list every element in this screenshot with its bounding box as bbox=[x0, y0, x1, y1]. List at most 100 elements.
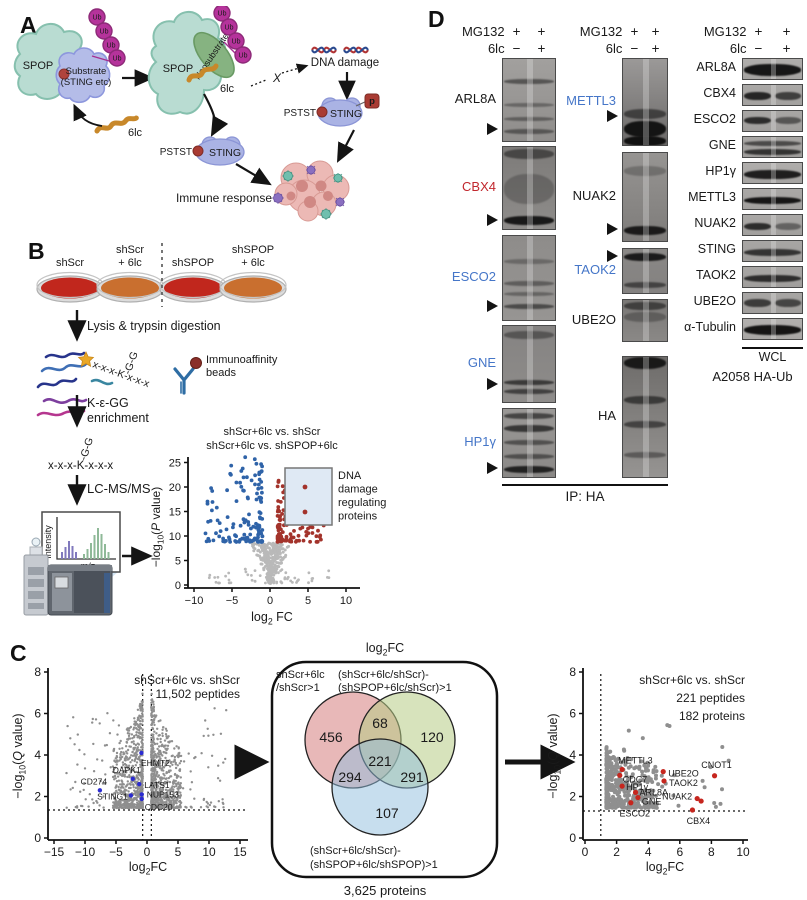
volcano-b-xlabel: log2 FC bbox=[251, 610, 293, 627]
blot-label-TAOK2: TAOK2 bbox=[574, 262, 616, 277]
dna-helix-icon-2 bbox=[343, 46, 369, 54]
mg132-lane1-plus: + bbox=[512, 24, 521, 39]
ub-label: Ub bbox=[107, 43, 116, 50]
6lc-header: 6lc bbox=[487, 41, 505, 56]
gene-label: TAOK2 bbox=[669, 778, 698, 788]
volcano-cl-xlabel: log2FC bbox=[129, 860, 167, 877]
panel-b-label: B bbox=[28, 238, 45, 264]
substrate-label-1: Substrate bbox=[66, 66, 107, 77]
ub-label: Ub bbox=[225, 25, 234, 32]
6lc-header: 6lc bbox=[605, 41, 623, 56]
gene-label: CBX4 bbox=[687, 816, 711, 826]
ubiquitin-chain-2: Ub Ub Ub Ub bbox=[213, 6, 252, 64]
immune-cell-teal bbox=[333, 173, 343, 183]
lysis-label: Lysis & trypsin digestion bbox=[87, 319, 221, 333]
spop-binding-dot bbox=[58, 68, 70, 80]
y-tick-label: 8 bbox=[34, 665, 41, 679]
y-tick-label: 6 bbox=[34, 707, 41, 721]
y-tick-label: 4 bbox=[34, 748, 41, 762]
venn-border bbox=[270, 660, 499, 879]
6lc-header: 6lc bbox=[729, 41, 747, 56]
legend-line: DNA bbox=[338, 470, 362, 482]
volcano-cr-xlabel: log2FC bbox=[646, 860, 684, 877]
blot-ESCO2 bbox=[742, 110, 803, 132]
x-tick-label: 6 bbox=[676, 845, 683, 859]
blot-label-UBE2O: UBE2O bbox=[693, 294, 736, 308]
dotted-arrow-seg1 bbox=[250, 79, 267, 87]
blot-METTL3 bbox=[742, 188, 803, 210]
scatter-cluster bbox=[250, 541, 291, 585]
venn-header: log2FC bbox=[366, 641, 404, 658]
spectrum-peaks-green bbox=[83, 528, 110, 559]
immune-cell-purple bbox=[272, 192, 284, 204]
gene-label: ARL8A bbox=[640, 787, 669, 797]
sting-released-complex: PSTST STING bbox=[160, 136, 245, 166]
x-tick-label: −10 bbox=[75, 845, 96, 859]
blot-CBX4 bbox=[742, 84, 803, 106]
volcano-cl-ylabel: −log10(Q value) bbox=[11, 713, 28, 798]
band-arrowhead-icon bbox=[607, 250, 618, 263]
neosubstrate-blob bbox=[193, 31, 235, 79]
6lc-lane2-plus: + bbox=[782, 41, 791, 56]
band-arrowhead-icon bbox=[487, 213, 498, 226]
mass-spec-instrument bbox=[23, 537, 113, 616]
labeled-point bbox=[128, 793, 134, 798]
legend-line: regulating bbox=[338, 497, 386, 509]
blot-TAOK2 bbox=[622, 248, 668, 294]
6lc-lane2-plus: + bbox=[537, 41, 546, 56]
6lc-lane1-minus: − bbox=[512, 41, 521, 56]
panel-a-label: A bbox=[20, 12, 37, 38]
labeled-point bbox=[628, 800, 634, 806]
scatter-cluster bbox=[203, 455, 265, 544]
peptide-sequence-1: x-x-x-K-x-x-x bbox=[91, 359, 152, 391]
dish-label-shscr6lc-2: + 6lc bbox=[118, 257, 142, 269]
blot-ARL8A bbox=[742, 58, 803, 80]
gene-label: NUAK2 bbox=[662, 792, 692, 802]
x-tick-label: 10 bbox=[736, 845, 750, 859]
panel-a-diagram: SPOP Substrate (STING etc) Ub Ub Ub Ub 6… bbox=[13, 6, 380, 222]
blot-label-ARL8A: ARL8A bbox=[696, 60, 736, 74]
y-tick-label: 8 bbox=[569, 665, 576, 679]
gene-label: NUP153 bbox=[147, 789, 179, 799]
dish-label-shspop: shSPOP bbox=[172, 257, 214, 269]
dish-shscr-6lc bbox=[96, 271, 164, 303]
venn-label-green-2: (shSPOP+6lc/shScr)>1 bbox=[338, 682, 452, 694]
y-tick-label: 10 bbox=[169, 531, 181, 543]
blot-label-UBE2O: UBE2O bbox=[571, 311, 616, 327]
venn-count-green-blue: 291 bbox=[400, 769, 424, 785]
gene-label: EHMT2 bbox=[141, 758, 170, 768]
blot-label-ESCO2: ESCO2 bbox=[693, 112, 736, 126]
dish-shspop-6lc bbox=[219, 271, 287, 303]
star-modification-icon bbox=[77, 351, 95, 367]
6lc-label-2: 6lc bbox=[220, 83, 235, 95]
y-tick-label: 15 bbox=[169, 507, 181, 519]
venn-label-red-2: /shScr>1 bbox=[276, 682, 320, 694]
x-tick-label: 10 bbox=[340, 595, 352, 607]
gene-label: CDC7 bbox=[623, 774, 648, 784]
mg132-lane1-plus: + bbox=[630, 24, 639, 39]
arrow-sting1-to-immune bbox=[235, 163, 272, 186]
beads-label-2: beads bbox=[206, 367, 236, 379]
labeled-point bbox=[698, 798, 704, 804]
venn-circle-blue bbox=[331, 738, 429, 836]
x-tick-label: 10 bbox=[202, 845, 216, 859]
band-arrowhead-icon bbox=[487, 462, 498, 475]
blot-label-METTL3: METTL3 bbox=[566, 93, 616, 108]
volcano-cr-title-2: 221 peptides bbox=[676, 691, 745, 705]
y-tick-label: 20 bbox=[169, 482, 181, 494]
band-arrowhead-icon bbox=[487, 299, 498, 312]
6lc-label: 6lc bbox=[128, 127, 143, 139]
immune-cell-purple bbox=[335, 197, 345, 207]
mg132-lane2-plus: + bbox=[782, 24, 791, 39]
blot-CBX4 bbox=[502, 146, 556, 230]
dish-label-shscr: shScr bbox=[56, 257, 84, 269]
pstst-label-2: PSTST bbox=[284, 108, 316, 119]
scatter-cluster bbox=[65, 712, 121, 809]
x-tick-label: −10 bbox=[185, 595, 204, 607]
ip-ha-label: IP: HA bbox=[565, 489, 605, 504]
blot-ARL8A bbox=[502, 58, 556, 142]
kgg-label-2: enrichment bbox=[87, 411, 149, 425]
substrate-blob bbox=[55, 47, 111, 104]
dna-helix-icon bbox=[311, 46, 337, 54]
